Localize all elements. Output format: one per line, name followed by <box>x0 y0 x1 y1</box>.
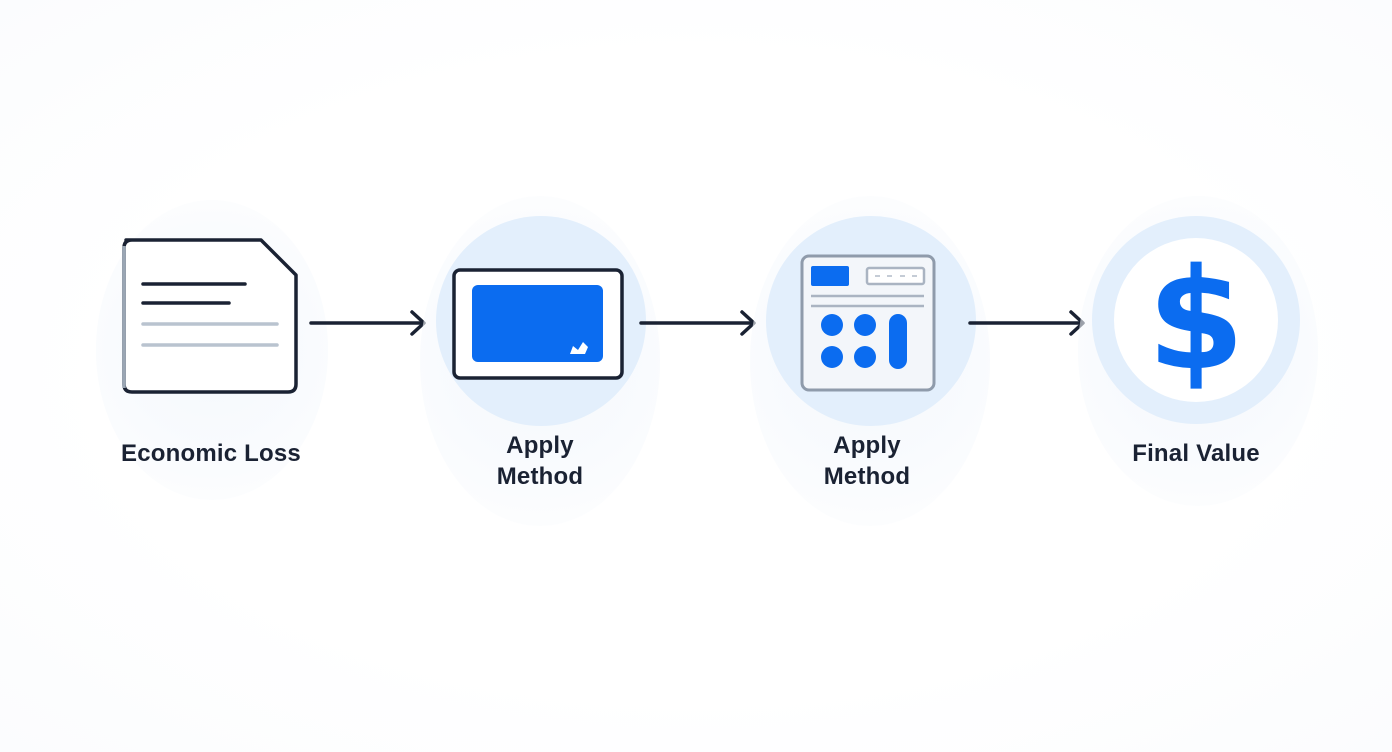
dollar-icon-disc <box>1114 238 1278 402</box>
dollar-icon: $ <box>1147 239 1245 402</box>
document-icon <box>122 238 298 394</box>
step-2-label-line-2: Method <box>496 463 584 490</box>
step-1-label: Economic Loss <box>95 438 327 469</box>
arrow-right-icon <box>639 310 756 336</box>
arrow-right-icon <box>309 310 426 336</box>
step-3-label-line-1: Apply <box>833 432 901 459</box>
step-4-label-line-1: Final Value <box>1132 440 1260 467</box>
calculator-icon <box>800 254 936 392</box>
step-2-label: Apply Method <box>440 430 640 492</box>
step-4-label: Final Value <box>1096 438 1296 469</box>
step-3-label: Apply Method <box>767 430 967 492</box>
arrow-right-icon <box>968 310 1085 336</box>
step-2-label-line-1: Apply <box>506 432 574 459</box>
card-icon <box>452 268 624 380</box>
step-3-label-line-2: Method <box>823 463 911 490</box>
step-1-label-line-1: Economic Loss <box>121 440 301 467</box>
